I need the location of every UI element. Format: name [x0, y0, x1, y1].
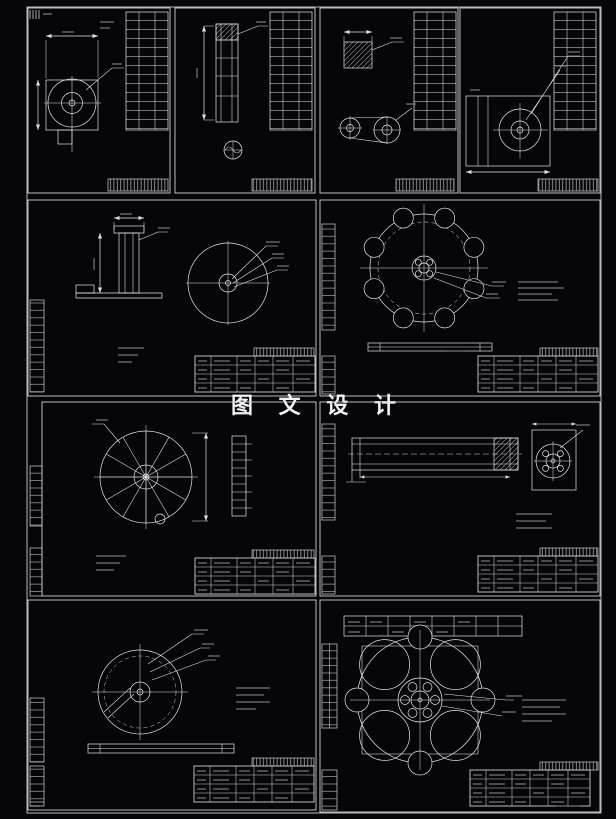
scalloped-wheel-drawing: [360, 204, 506, 332]
revision-strip: [107, 178, 169, 192]
sheet-top-2: [174, 7, 316, 194]
boss-plate-drawing: [35, 21, 124, 152]
geneva-wheel-drawing: [344, 624, 522, 776]
flanged-hub-drawing: [531, 422, 590, 491]
sheet-top-3: [319, 7, 459, 194]
link-drawing: [338, 29, 416, 144]
sheet-row3-left: [29, 401, 317, 597]
revision-strip: [537, 178, 599, 192]
corner-cells: [321, 555, 336, 595]
left-edge-cells: [29, 299, 45, 393]
key-bar-drawing: [87, 743, 235, 754]
corner-cells: [29, 765, 45, 807]
revision-strip: [539, 347, 599, 357]
side-section-column: [231, 435, 252, 517]
notes-text: [516, 513, 552, 529]
notes-text: [118, 347, 144, 363]
sheet-row3-right: [319, 401, 601, 597]
left-edge-cells: [29, 697, 45, 763]
notes-text: [518, 281, 564, 301]
revision-strip: [539, 547, 599, 557]
parameter-strip: [343, 615, 523, 637]
sheet-top-4: [459, 7, 601, 194]
column-part-drawing: [75, 213, 170, 299]
left-edge-cells: [321, 223, 336, 331]
title-table: [125, 11, 169, 131]
revision-strip: [253, 347, 315, 357]
revision-strip: [395, 178, 455, 192]
left-edge-cells: [321, 423, 336, 521]
sheet-mid-left: [27, 199, 317, 397]
cam-disc-drawing: [92, 629, 220, 740]
notes-text: [236, 687, 270, 710]
revision-strip: [251, 178, 313, 192]
watermark-text: 图 文 设 计: [231, 393, 405, 419]
corner-cells: [321, 769, 338, 811]
thin-bar-section: [367, 342, 493, 352]
sheet-row4-left: [27, 599, 317, 811]
spoked-disc-drawing: [92, 419, 209, 529]
stepped-shaft-drawing: [196, 21, 268, 160]
revision-strip: [251, 757, 315, 767]
beam-drawing: [346, 437, 522, 483]
corner-cells: [321, 355, 336, 395]
notes-text: [96, 555, 126, 571]
notes-text: [522, 699, 566, 722]
revision-strip: [539, 761, 599, 771]
revision-strip: [251, 549, 315, 559]
sheet-top-1: [27, 7, 171, 194]
title-table: [553, 11, 597, 131]
title-table: [269, 11, 313, 131]
title-table: [413, 11, 457, 131]
disc-drawing: [186, 241, 289, 325]
sheet-mid-right: [319, 199, 601, 397]
corner-cells: [29, 547, 43, 597]
sheet-row4-right: [319, 599, 601, 813]
bracket-drawing: [465, 51, 580, 175]
left-edge-cells: [29, 465, 43, 527]
